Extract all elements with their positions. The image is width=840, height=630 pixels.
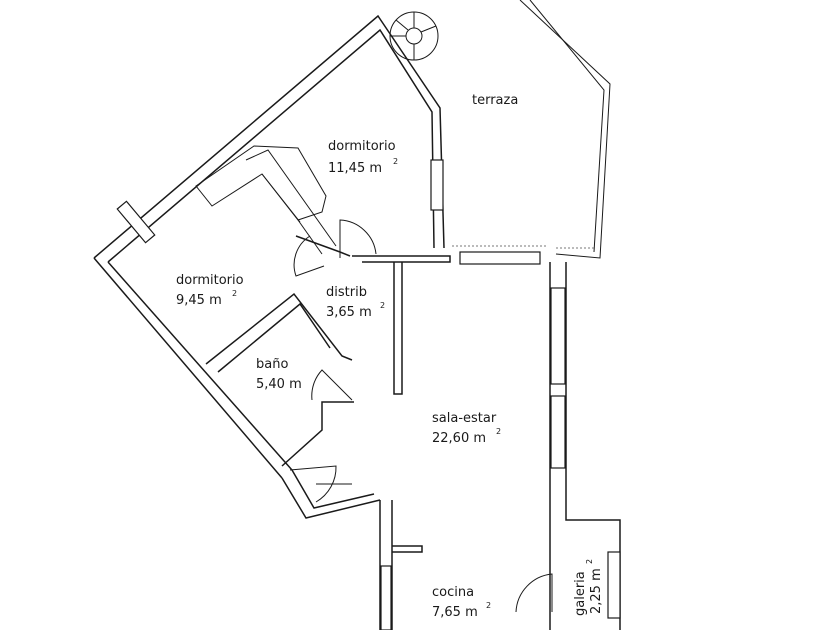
sala-estar-area: 22,60 m <box>432 431 486 446</box>
door-bath <box>311 369 353 401</box>
room-labels: terraza dormitorio 11,45 m 2 dormitorio … <box>176 93 604 620</box>
dormitorio-2-unit: 2 <box>232 289 237 298</box>
terrace-outline <box>452 0 611 259</box>
interior-walls <box>195 145 451 485</box>
spiral-stair <box>389 11 439 61</box>
window-bedroom-1 <box>430 159 444 211</box>
window-bedroom-2 <box>116 200 156 244</box>
window-living-2 <box>550 395 566 469</box>
distrib-unit: 2 <box>380 301 385 310</box>
bano-label: baño <box>256 357 288 372</box>
galeria-area: 2,25 m <box>589 568 604 614</box>
window-living-1 <box>550 287 566 385</box>
sala-estar-label: sala-estar <box>432 411 497 426</box>
doors <box>289 219 553 613</box>
windows <box>116 159 621 630</box>
galeria-label: galeria <box>573 571 588 616</box>
door-entrance <box>289 465 337 503</box>
sala-estar-unit: 2 <box>496 427 501 436</box>
dormitorio-1-area: 11,45 m <box>328 161 382 176</box>
outer-walls <box>93 14 621 630</box>
dormitorio-2-label: dormitorio <box>176 273 244 288</box>
distrib-area: 3,65 m <box>326 305 372 320</box>
dormitorio-1-label: dormitorio <box>328 139 396 154</box>
terraza-label: terraza <box>472 93 518 108</box>
dormitorio-1-unit: 2 <box>393 157 398 166</box>
distrib-label: distrib <box>326 285 367 300</box>
cocina-label: cocina <box>432 585 474 600</box>
window-kitchen <box>380 565 392 630</box>
galeria-unit: 2 <box>585 559 594 564</box>
bano-area: 5,40 m <box>256 377 302 392</box>
door-galeria <box>515 573 553 613</box>
cocina-area: 7,65 m <box>432 605 478 620</box>
cocina-unit: 2 <box>486 601 491 610</box>
window-galeria <box>607 551 621 619</box>
window-terrace <box>459 251 541 265</box>
dormitorio-2-area: 9,45 m <box>176 293 222 308</box>
door-bedroom-1 <box>339 219 377 258</box>
door-bedroom-2 <box>293 235 325 277</box>
